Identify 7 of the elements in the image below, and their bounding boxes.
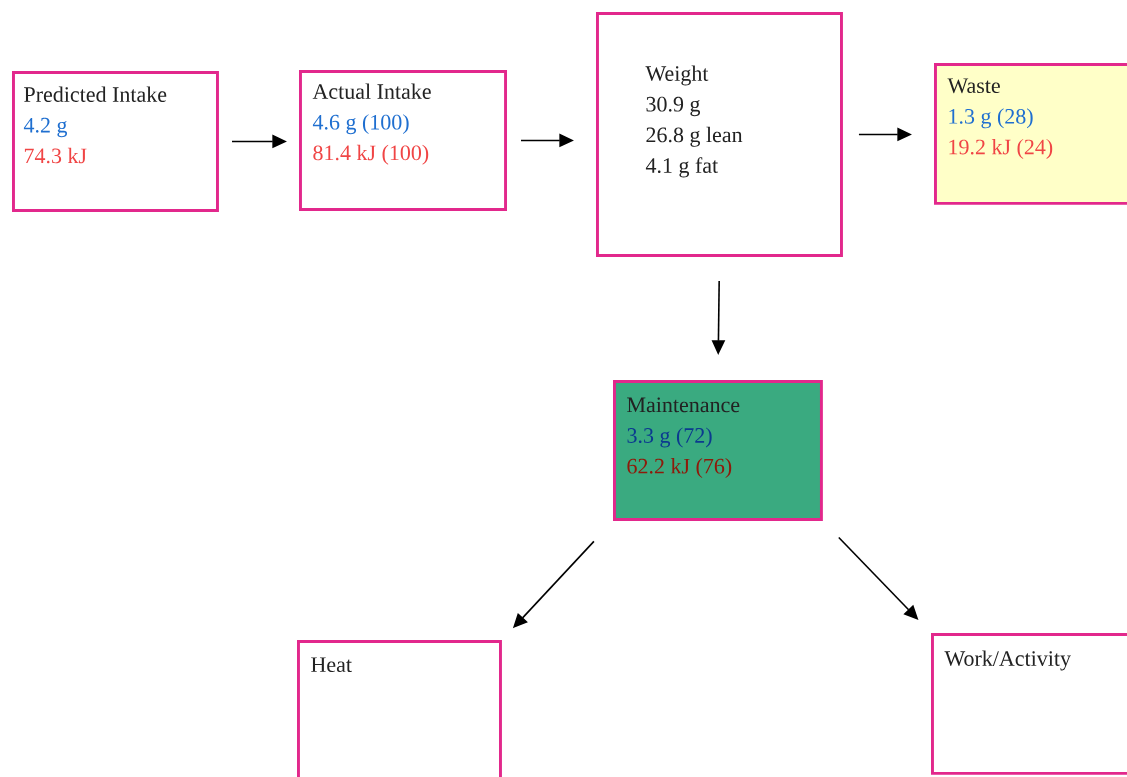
process-box: Weight 30.9 g 26.8 g lean 4.1 g fat — [596, 12, 843, 257]
process-box: Heat — [297, 640, 502, 777]
process-box: Work/Activity — [931, 633, 1127, 775]
process-box: Waste 1.3 g (28) 19.2 kJ (24) — [934, 63, 1127, 205]
process-box: Predicted Intake 4.2 g 74.3 kJ — [12, 71, 219, 212]
process-box: Actual Intake 4.6 g (100) 81.4 kJ (100) — [299, 70, 507, 211]
process-box: Maintenance 3.3 g (72) 62.2 kJ (76) — [613, 380, 823, 521]
